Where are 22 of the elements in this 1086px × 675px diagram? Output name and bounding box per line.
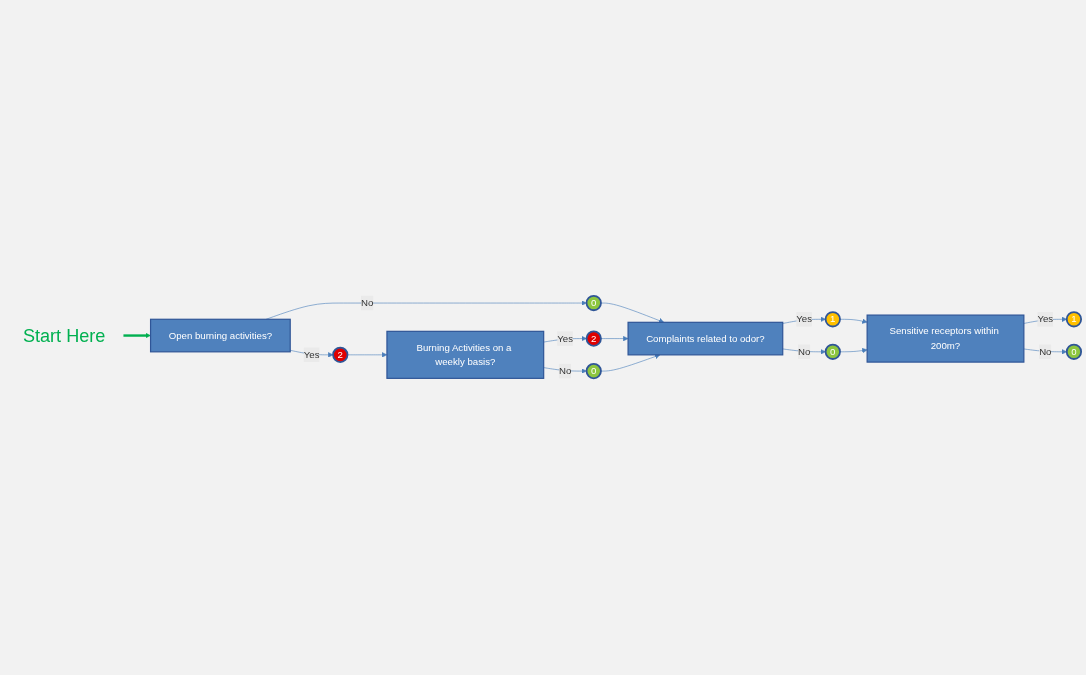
node-circle: 1 [824, 311, 841, 328]
node-circle: 0 [824, 344, 841, 361]
node-circle: 0 [1065, 344, 1083, 361]
edge-label: Yes [557, 333, 573, 344]
edge-label: Yes [1037, 314, 1054, 325]
node-box: Complaints related to odor? [627, 322, 784, 356]
edge-label: No [1039, 346, 1052, 358]
edge-label: No [361, 298, 374, 309]
node-circle: 0 [585, 295, 602, 312]
node-box: Open burning activities? [149, 319, 291, 353]
node-box: Burning Activities on a weekly basis? [386, 331, 545, 380]
node-circle: 0 [585, 363, 602, 380]
node-box: Sensitive receptors within 200m? [866, 314, 1025, 364]
edge-label: No [558, 366, 572, 377]
edge-label: Yes [303, 349, 320, 361]
edge-label: Yes [796, 314, 813, 325]
node-circle: 1 [1065, 311, 1083, 328]
edge-label: No [798, 346, 811, 358]
node-circle: 2 [332, 347, 349, 364]
node-circle: 2 [585, 330, 602, 348]
node-text: Start Here [22, 326, 106, 346]
arrow [123, 333, 151, 339]
